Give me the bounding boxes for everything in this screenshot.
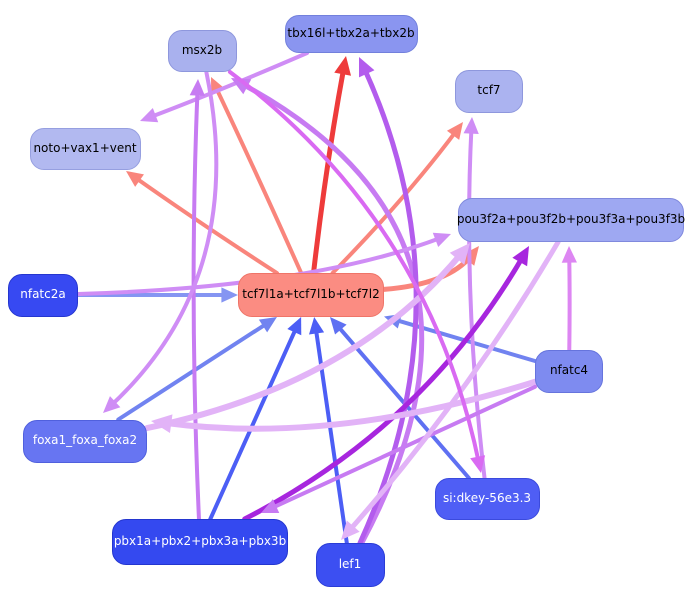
- arrowhead-tcf7l1a-to-tbx16l: [334, 56, 352, 76]
- edge-tcf7l1a-to-tcf7: [330, 127, 460, 275]
- edge-tcf7l1a-to-msx2b: [213, 84, 304, 275]
- arrowhead-sidkey-to-tcf7l1a: [329, 317, 347, 335]
- edge-foxa1-to-pou3f2a: [144, 249, 466, 432]
- edge-sidkey-to-tcf7l1a: [334, 322, 471, 480]
- arrowhead-nfatc2a-to-tcf7l1a: [221, 287, 238, 303]
- edge-tcf7l1a-to-noto: [132, 174, 279, 275]
- arrowhead-msx2b-to-sidkey: [470, 455, 486, 473]
- arrowhead-sidkey-to-tcf7: [463, 117, 479, 134]
- arrowhead-nfatc2a-to-pou3f2a: [432, 232, 451, 248]
- edge-sidkey-to-tcf7: [467, 124, 487, 480]
- edge-pbx1a-to-tcf7l1a: [208, 324, 300, 521]
- node-tbx16l[interactable]: tbx16l+tbx2a+tbx2b: [284, 15, 418, 53]
- arrowhead-pou3f2a-to-lef1: [341, 520, 360, 540]
- arrowhead-nfatc4-to-pou3f2a: [561, 246, 577, 263]
- arrowhead-foxa1-to-tcf7l1a: [258, 317, 277, 333]
- arrowhead-nfatc4-to-pbx1a: [261, 499, 280, 514]
- edge-nfatc4-to-foxa1: [160, 378, 538, 432]
- node-foxa1[interactable]: foxa1_foxa_foxa2: [23, 419, 147, 463]
- arrowhead-foxa1-to-pou3f2a: [449, 243, 470, 265]
- edge-msx2b-to-foxa1: [108, 70, 219, 409]
- arrowhead-tbx16l-to-noto: [140, 107, 159, 123]
- arrowhead-lef1-to-tcf7l1a: [308, 317, 325, 335]
- node-msx2b[interactable]: msx2b: [167, 30, 237, 72]
- edge-nfatc4-to-tcf7l1a: [391, 317, 537, 363]
- arrowhead-tcf7l1a-to-tcf7: [446, 122, 463, 140]
- node-pbx1a[interactable]: pbx1a+pbx2+pbx3a+pbx3b: [112, 519, 288, 565]
- node-nfatc4[interactable]: nfatc4: [535, 349, 603, 393]
- edge-tcf7l1a-to-tbx16l: [311, 64, 347, 276]
- edge-tbx16l-to-noto: [147, 51, 310, 120]
- edge-pbx1a-to-msx2b: [191, 86, 201, 521]
- node-nfatc2a[interactable]: nfatc2a: [8, 273, 78, 317]
- edge-pbx1a-to-pou3f2a: [242, 253, 526, 522]
- arrowhead-msx2b-to-foxa1: [103, 396, 121, 413]
- node-pou3f2a[interactable]: pou3f2a+pou3f2b+pou3f3a+pou3f3b: [457, 198, 685, 242]
- arrowhead-pbx1a-to-tcf7l1a: [287, 317, 302, 336]
- edge-nfatc4-to-pbx1a: [268, 384, 537, 511]
- node-tcf7l1a[interactable]: tcf7l1a+tcf7l1b+tcf7l2: [238, 273, 384, 317]
- node-lef1[interactable]: lef1: [315, 543, 385, 587]
- arrowhead-lef1-to-tbx16l: [358, 57, 375, 78]
- edge-lef1-to-tcf7l1a: [313, 324, 349, 545]
- edge-msx2b-to-sidkey: [227, 70, 481, 466]
- arrowhead-tcf7l1a-to-noto: [126, 171, 144, 187]
- node-sidkey[interactable]: si:dkey-56e3.3: [434, 478, 540, 520]
- node-tcf7[interactable]: tcf7: [455, 69, 523, 113]
- node-noto[interactable]: noto+vax1+vent: [29, 128, 141, 170]
- arrowhead-pbx1a-to-pou3f2a: [512, 246, 529, 267]
- arrowhead-pbx1a-to-msx2b: [189, 79, 205, 96]
